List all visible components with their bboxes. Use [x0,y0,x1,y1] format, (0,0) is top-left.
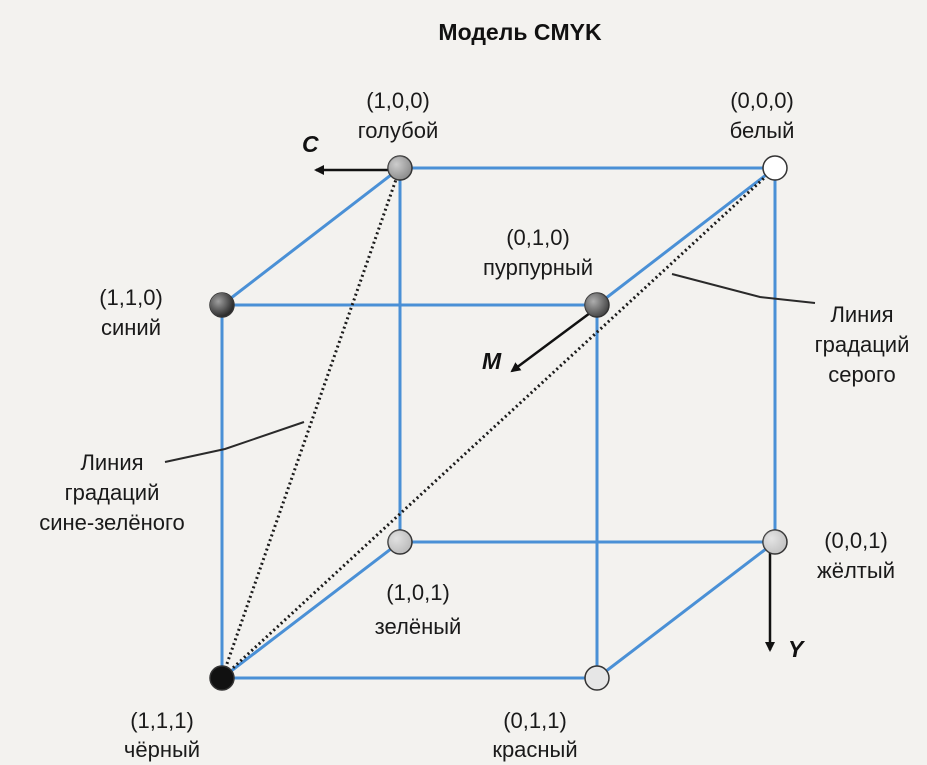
bluegreen-gradation-line [220,167,402,679]
vertex-cyan [387,155,413,181]
axis-m-label: M [482,348,502,374]
vertex-black-ball [209,665,235,691]
bluegreen-line-label-3: сине-зелёного [39,510,185,535]
edge-green-black [221,540,401,680]
vertex-cyan-name: голубой [358,118,439,143]
vertex-magenta [584,292,610,318]
vertex-green [387,529,413,555]
vertex-magenta-shine [585,293,609,317]
edge-cyan-blue [221,166,401,307]
vertex-green-name: зелёный [375,614,462,639]
vertex-white-name: белый [730,118,795,143]
diagram-title: Модель CMYK [438,19,602,45]
cube-edges [220,166,777,680]
vertex-cyan-shine [388,156,412,180]
vertex-white-coord: (0,0,0) [730,88,794,113]
vertex-red-ball [584,665,610,691]
gray-gradation-line [220,166,777,680]
vertex-blue [209,292,235,318]
vertex-red-name: красный [492,737,577,762]
vertex-cyan-coord: (1,0,0) [366,88,430,113]
vertex-white-ball [762,155,788,181]
vertex-red [584,665,610,691]
vertex-yellow [762,529,788,555]
vertex-magenta-name: пурпурный [483,255,593,280]
edge-yellow-red [596,540,776,680]
axis-c-label: C [302,131,319,157]
axis-y-label: Y [788,636,806,662]
vertex-yellow-shine [763,530,787,554]
vertex-red-coord: (0,1,1) [503,708,567,733]
vertex-black-coord: (1,1,1) [130,708,194,733]
bluegreen-line-leader [164,421,305,463]
vertex-green-shine [388,530,412,554]
vertex-black-name: чёрный [124,737,200,762]
vertex-black [209,665,235,691]
gray-line-leader [671,273,816,304]
gray-line-label-1: Линия [830,302,893,327]
axis-m-arrow [510,311,591,373]
bluegreen-line-label-2: градаций [65,480,160,505]
vertex-blue-shine [210,293,234,317]
gray-line-label-2: градаций [815,332,910,357]
gray-line-label-3: серого [828,362,895,387]
vertex-yellow-coord: (0,0,1) [824,528,888,553]
vertex-magenta-coord: (0,1,0) [506,225,570,250]
vertex-blue-name: синий [101,315,161,340]
vertex-blue-coord: (1,1,0) [99,285,163,310]
bluegreen-line-label-1: Линия [80,450,143,475]
vertex-yellow-name: жёлтый [817,558,895,583]
vertex-green-coord: (1,0,1) [386,580,450,605]
edge-white-magenta [596,166,776,307]
vertex-white [762,155,788,181]
